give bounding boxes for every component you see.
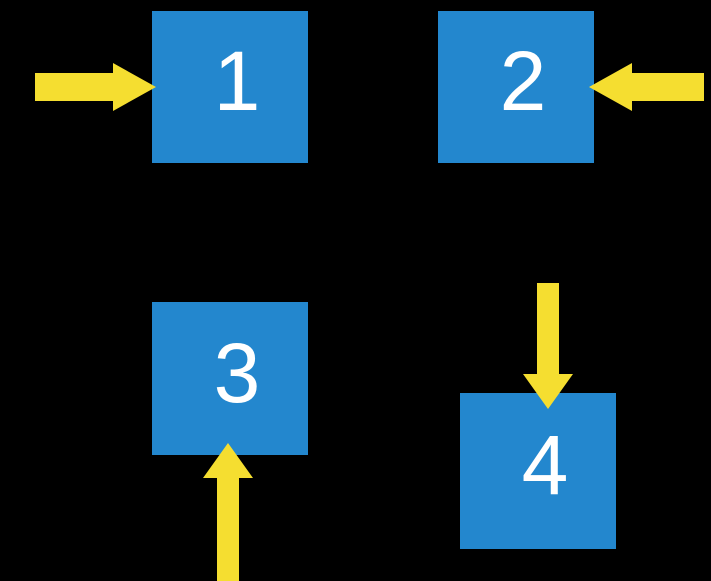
- arrow-right-icon-into-node-1: [35, 63, 156, 111]
- node-label-3: 3: [213, 325, 261, 420]
- node-box-2[interactable]: 2: [438, 11, 594, 163]
- arrow-left-icon-into-node-2: [589, 63, 704, 111]
- node-box-4[interactable]: 4: [460, 393, 616, 549]
- node-label-2: 2: [499, 34, 547, 128]
- node-box-3[interactable]: 3: [152, 302, 308, 455]
- node-box-1[interactable]: 1: [152, 11, 308, 163]
- arrow-up-icon-into-node-3: [203, 443, 253, 581]
- node-label-4: 4: [521, 418, 569, 512]
- node-label-1: 1: [213, 34, 261, 128]
- arrow-down-icon-into-node-4: [523, 283, 573, 409]
